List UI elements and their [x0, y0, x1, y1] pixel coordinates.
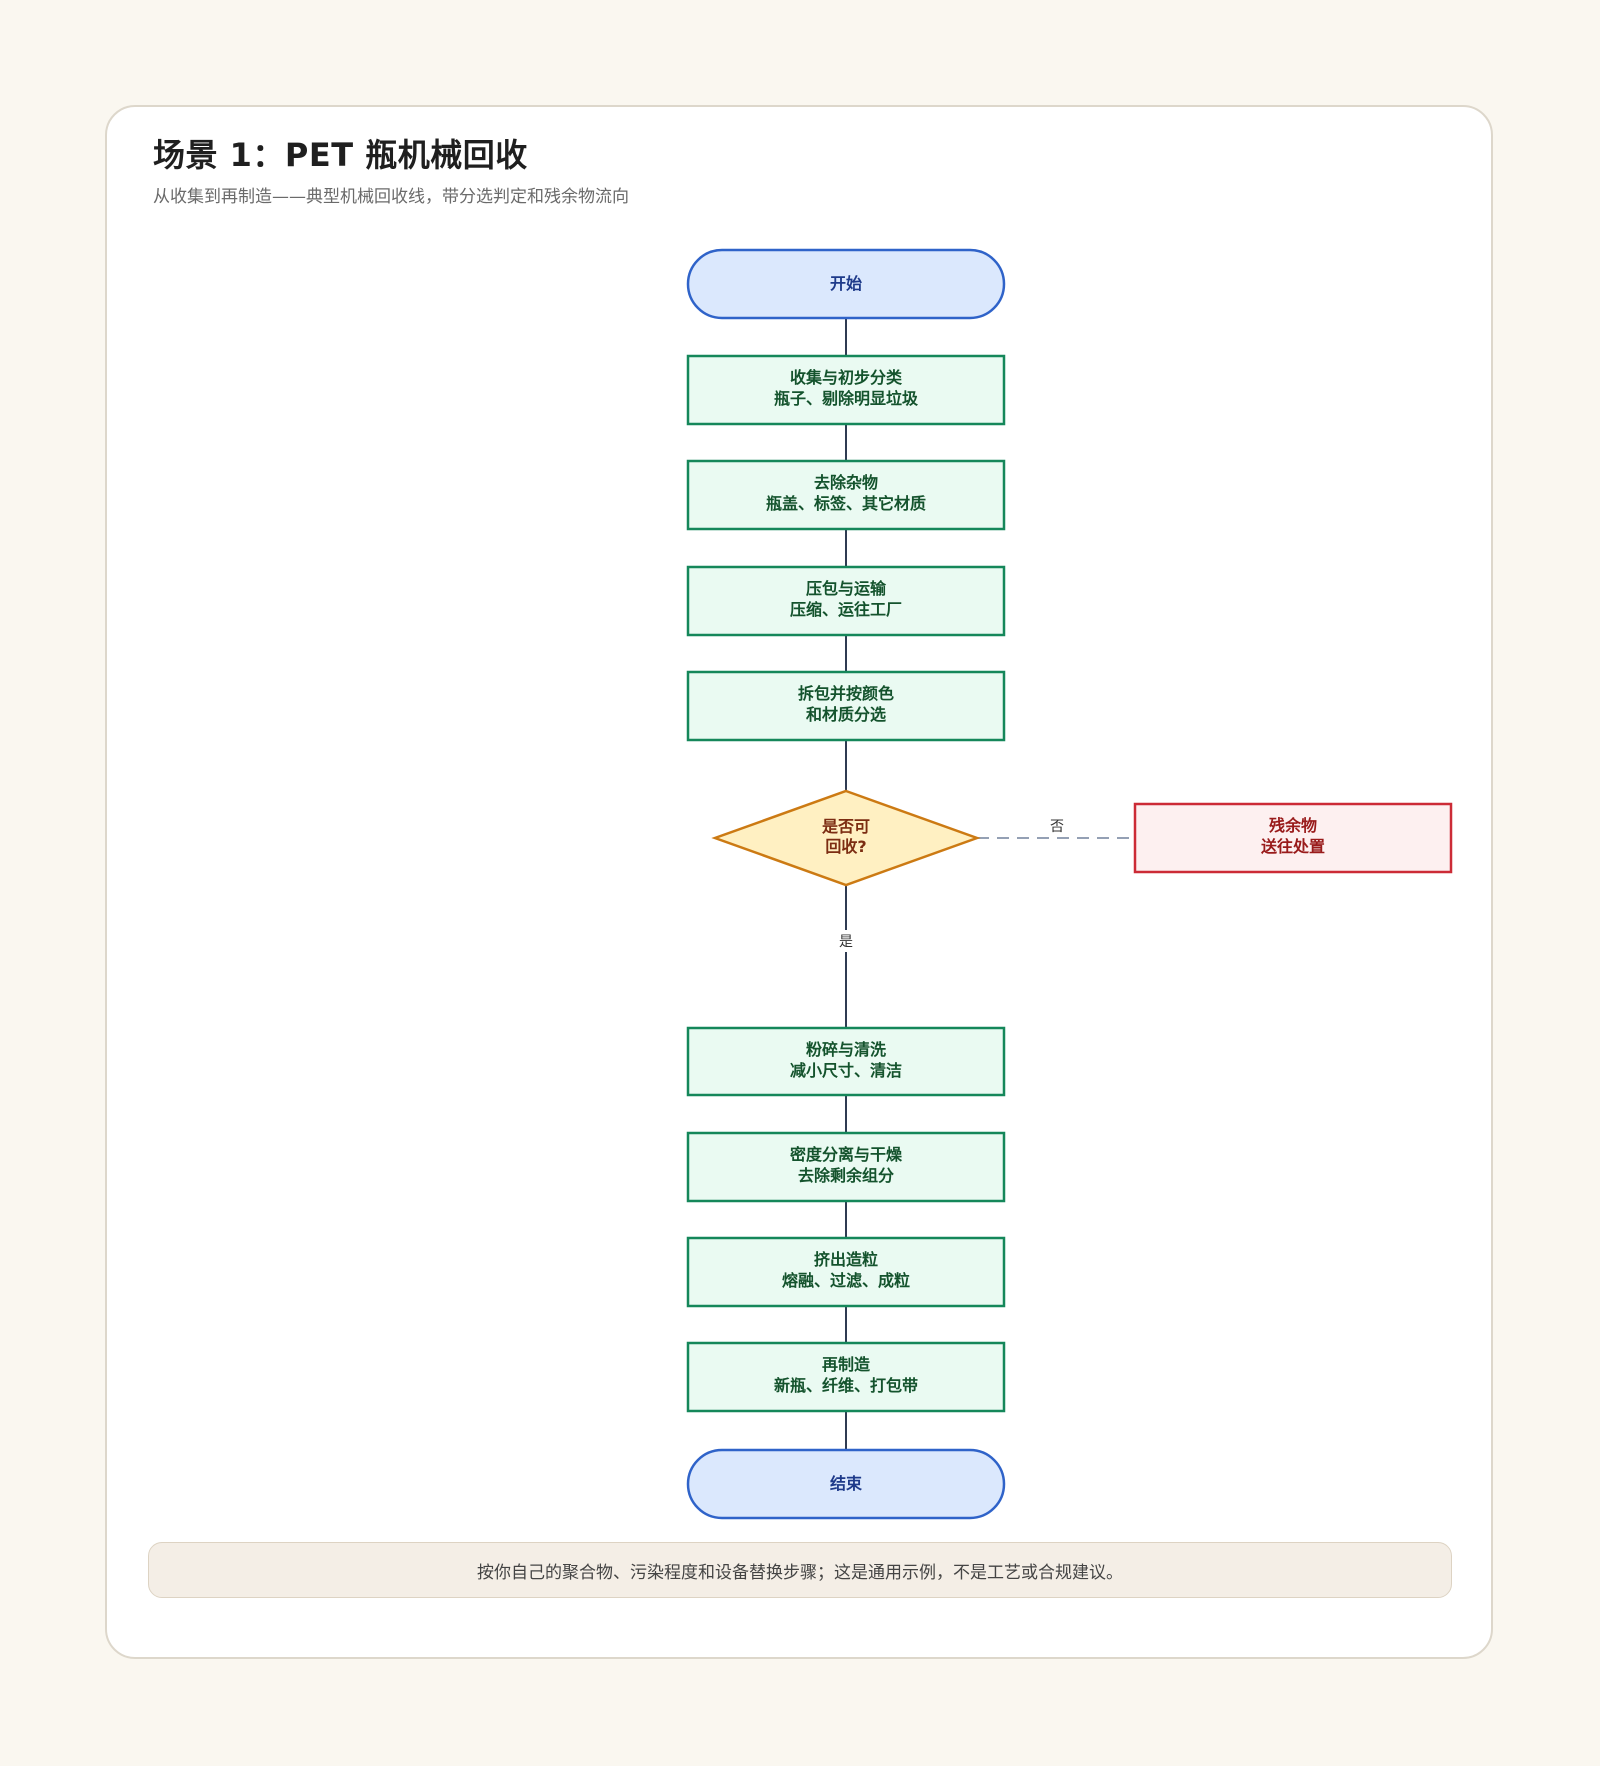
step-title: 粉碎与清洗: [806, 1040, 886, 1059]
step-title: 拆包并按颜色: [798, 684, 894, 703]
process-step: 拆包并按颜色 和材质分选: [686, 670, 1006, 742]
process-step: 挤出造粒 熔融、过滤、成粒: [686, 1236, 1006, 1308]
end-label: 结束: [829, 1474, 863, 1493]
decision-node: 是否可 回收?: [711, 789, 981, 887]
step-detail: 去除剩余组分: [798, 1166, 894, 1185]
residue-line-2: 送往处置: [1260, 837, 1325, 856]
footer-note: 按你自己的聚合物、污染程度和设备替换步骤；这是通用示例，不是工艺或合规建议。: [148, 1542, 1452, 1598]
process-step: 再制造 新瓶、纤维、打包带: [686, 1341, 1006, 1413]
page-subtitle: 从收集到再制造——典型机械回收线，带分选判定和残余物流向: [153, 187, 629, 207]
end-node: 结束: [686, 1448, 1006, 1520]
step-detail: 熔融、过滤、成粒: [782, 1271, 910, 1290]
yes-label-bg: [834, 930, 858, 952]
step-title: 压包与运输: [806, 579, 887, 598]
process-step: 压包与运输 压缩、运往工厂: [686, 565, 1006, 637]
process-step: 密度分离与干燥 去除剩余组分: [686, 1131, 1006, 1203]
step-title: 再制造: [822, 1355, 871, 1374]
page-title: 场景 1：PET 瓶机械回收: [153, 136, 528, 174]
step-detail: 压缩、运往工厂: [790, 600, 902, 619]
step-title: 去除杂物: [814, 473, 878, 492]
process-step: 去除杂物 瓶盖、标签、其它材质: [686, 459, 1006, 531]
step-detail: 瓶盖、标签、其它材质: [766, 494, 926, 513]
decision-line-2: 回收?: [825, 837, 866, 856]
residue-line-1: 残余物: [1269, 816, 1317, 835]
process-step: 粉碎与清洗 减小尺寸、清洁: [686, 1026, 1006, 1097]
branch-no-label: 否: [1050, 819, 1064, 835]
step-detail: 和材质分选: [806, 705, 886, 724]
connectors: [845, 318, 1135, 1450]
process-step: 收集与初步分类 瓶子、剔除明显垃圾: [686, 354, 1006, 426]
step-title: 收集与初步分类: [790, 368, 903, 387]
residue-node: 残余物 送往处置: [1133, 802, 1453, 874]
decision-line-1: 是否可: [821, 817, 870, 836]
no-label-bg: [1044, 816, 1070, 836]
step-detail: 瓶子、剔除明显垃圾: [774, 389, 919, 408]
step-detail: 减小尺寸、清洁: [790, 1061, 902, 1080]
start-node: 开始: [686, 248, 1006, 320]
step-detail: 新瓶、纤维、打包带: [774, 1376, 918, 1395]
start-label: 开始: [830, 274, 862, 293]
step-title: 密度分离与干燥: [789, 1145, 903, 1164]
branch-yes-label: 是: [839, 934, 853, 950]
step-title: 挤出造粒: [814, 1250, 878, 1269]
